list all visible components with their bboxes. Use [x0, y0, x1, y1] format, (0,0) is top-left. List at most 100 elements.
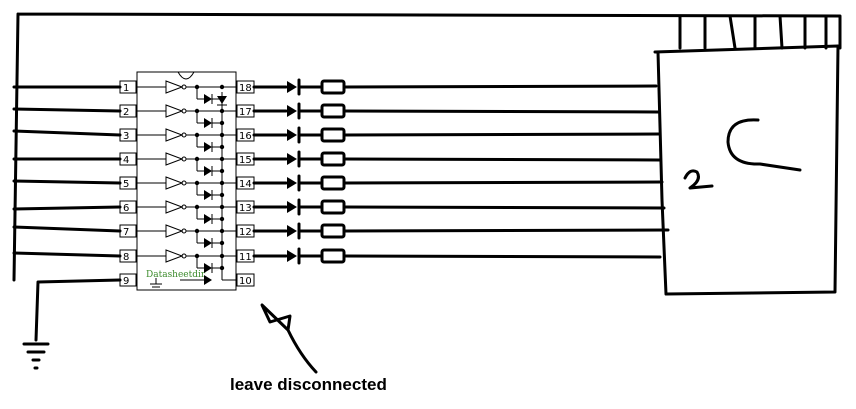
buffer-icon: [165, 249, 184, 263]
resistor-icon: [320, 223, 346, 239]
driver-channel: [137, 249, 236, 273]
ic-pin-left: 8: [119, 249, 137, 263]
diode-icon: [217, 96, 227, 104]
ic-pin-left: 1: [119, 80, 137, 94]
output-lines: [252, 78, 670, 265]
buffer-icon: [165, 104, 184, 118]
ground-icon: [22, 342, 50, 370]
pin-number: 11: [239, 252, 252, 263]
driver-channel: [137, 152, 236, 176]
pin-number: 16: [239, 131, 252, 142]
pin-number: 5: [123, 179, 129, 190]
input-wire: [12, 107, 122, 113]
ic-pin-right: 15: [236, 152, 255, 166]
resistor-icon: [320, 248, 346, 264]
ic-pin-left: 2: [119, 104, 137, 118]
output-channel: [252, 198, 666, 216]
ic-pin-right: 10: [236, 273, 255, 287]
buffer-icon: [165, 80, 184, 94]
driver-channel: [137, 224, 236, 248]
resistor-icon: [320, 103, 346, 119]
input-wire: [12, 129, 122, 137]
driver-channel: [137, 128, 236, 152]
diode-icon: [287, 225, 297, 237]
pin-number: 7: [123, 227, 129, 238]
output-channel: [252, 150, 662, 168]
pin-number: 6: [123, 203, 129, 214]
output-channel: [252, 222, 670, 240]
annotation-note: leave disconnected: [230, 375, 387, 394]
resistor-icon: [320, 127, 346, 143]
pin-number: 13: [239, 203, 252, 214]
diode-icon: [204, 275, 212, 285]
pin-number: 15: [239, 155, 252, 166]
device-marking: [683, 118, 802, 190]
diode-icon: [204, 238, 212, 248]
ic-pin-right: 14: [236, 176, 255, 190]
ic-pin-left: 9: [119, 273, 137, 287]
ic-right-pins: 18 17 16 15 14 13 12 11 10: [236, 80, 255, 287]
diode-icon: [204, 166, 212, 176]
driver-channel: [137, 200, 236, 224]
top-bus-wire: [12, 12, 842, 282]
ic-left-pins: 1 2 3 4 5 6 7 8 9: [119, 80, 137, 287]
resistor-icon: [320, 199, 346, 215]
pin-number: 2: [123, 107, 129, 118]
diode-icon: [204, 214, 212, 224]
input-wire: [12, 225, 122, 233]
ic-pin-right: 11: [236, 249, 255, 263]
pin-number: 1: [123, 83, 129, 94]
pin-number: 12: [239, 227, 252, 238]
connector-pins: [678, 14, 828, 50]
driver-channel: [137, 104, 236, 128]
diode-icon: [287, 129, 297, 141]
diode-icon: [204, 142, 212, 152]
output-channel: [252, 126, 662, 144]
buffer-icon: [165, 200, 184, 214]
pin-number: 18: [239, 83, 252, 94]
input-wire: [12, 179, 122, 185]
driver-channel: [137, 176, 236, 200]
resistor-icon: [320, 175, 346, 191]
pin-number: 8: [123, 252, 129, 263]
ic-pin-right: 17: [236, 104, 255, 118]
output-channel: [252, 247, 662, 265]
ic-pin-right: 12: [236, 224, 255, 238]
device-block: [653, 44, 840, 296]
ic-pin-left: 3: [119, 128, 137, 142]
resistor-icon: [320, 79, 346, 95]
diode-icon: [204, 190, 212, 200]
pin-number: 17: [239, 107, 252, 118]
diode-icon: [204, 263, 212, 273]
diode-icon: [204, 118, 212, 128]
pin-number: 10: [239, 276, 252, 287]
diode-icon: [287, 81, 297, 93]
ic-pin-right: 13: [236, 200, 255, 214]
resistor-icon: [320, 151, 346, 167]
pin-number: 3: [123, 131, 129, 142]
ic-pin-left: 4: [119, 152, 137, 166]
input-wire: [12, 251, 122, 258]
ic-pin-left: 6: [119, 200, 137, 214]
ic-pin-left: 5: [119, 176, 137, 190]
output-channel: [252, 102, 660, 120]
input-wire: [12, 205, 122, 211]
ic-chip: Datasheetdir: [136, 71, 237, 291]
pin-number: 14: [239, 179, 252, 190]
pin-number: 4: [123, 155, 129, 166]
pin-number: 9: [123, 276, 129, 287]
ic-pin-left: 7: [119, 224, 137, 238]
diode-icon: [287, 177, 297, 189]
diode-icon: [287, 201, 297, 213]
input-wires: [12, 85, 122, 258]
arrow-icon: [260, 303, 318, 374]
ic-pin-right: 18: [236, 80, 255, 94]
buffer-icon: [165, 176, 184, 190]
buffer-icon: [165, 128, 184, 142]
output-channel: [252, 174, 664, 192]
buffer-icon: [165, 152, 184, 166]
buffer-icon: [165, 224, 184, 238]
ic-watermark: Datasheetdir: [146, 270, 206, 280]
ic-pin-right: 16: [236, 128, 255, 142]
